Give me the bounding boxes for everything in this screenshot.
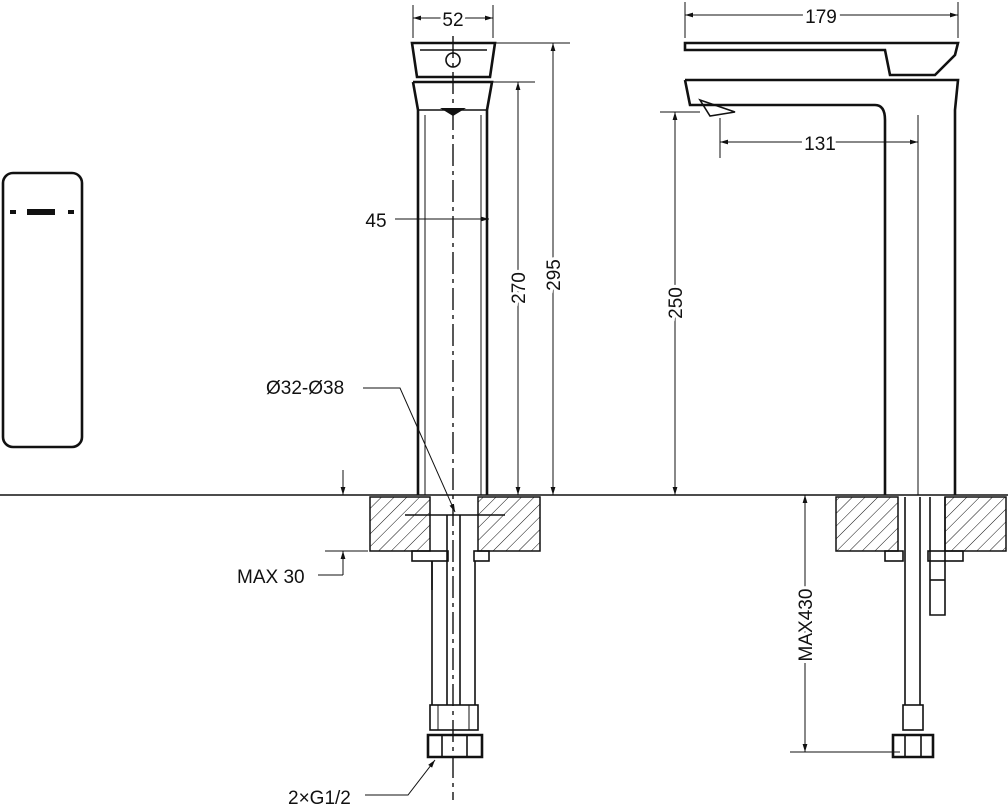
dimension-label: MAX 30: [237, 567, 305, 588]
dimension-270: 270: [492, 42, 570, 495]
callout-connections: 2×G1/2: [288, 759, 436, 807]
dimension-label: 250: [666, 287, 687, 319]
dimension-295: 295: [541, 43, 568, 495]
callout-hole-diameter: Ø32-Ø38: [266, 378, 456, 513]
dimension-label: 45: [365, 211, 386, 232]
dimension-250: 250: [660, 111, 700, 495]
handle-end-view: [1, 171, 84, 449]
dimension-label: 295: [544, 259, 565, 291]
dimension-label: 131: [804, 134, 836, 155]
brand-logo: [27, 209, 55, 215]
dimension-131: 131: [719, 118, 918, 159]
callout-label: 2×G1/2: [288, 788, 351, 807]
dimension-max-30: MAX 30: [237, 470, 368, 588]
dimension-52: 52: [412, 5, 494, 38]
dimension-45: 45: [365, 211, 489, 232]
faucet-front-view: [369, 36, 541, 800]
faucet-side-view: [683, 41, 1007, 759]
dimension-179: 179: [684, 2, 959, 38]
dimension-label: 270: [509, 272, 530, 304]
dimension-label: 52: [442, 10, 463, 31]
dimension-label: 179: [805, 7, 837, 28]
callout-label: Ø32-Ø38: [266, 378, 344, 399]
dimension-max-430: MAX430: [790, 495, 900, 753]
dimension-label: MAX430: [796, 589, 817, 662]
